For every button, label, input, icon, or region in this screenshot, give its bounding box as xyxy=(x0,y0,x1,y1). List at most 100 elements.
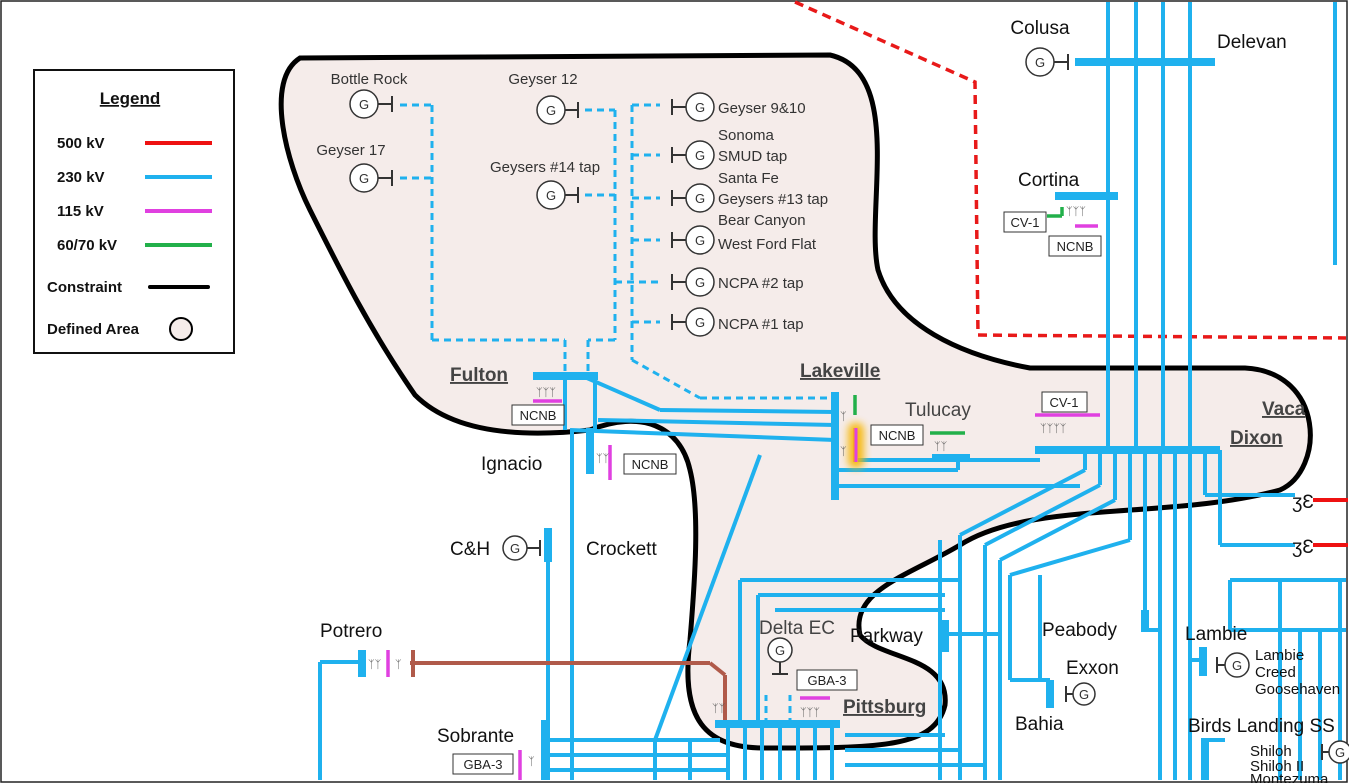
g-label: G xyxy=(546,188,556,203)
box-cv1-cortina: CV-1 xyxy=(1011,215,1040,230)
legend-label-defined-area: Defined Area xyxy=(47,321,140,338)
box-ncnb-cortina: NCNB xyxy=(1057,239,1094,254)
g-label: G xyxy=(695,233,705,248)
label-cortina: Cortina xyxy=(1018,170,1080,191)
svg-text:ᛉᛉᛉ: ᛉᛉᛉ xyxy=(1066,206,1086,218)
defined-area-outline xyxy=(278,52,1313,751)
label-ncpa-2-tap: NCPA #2 tap xyxy=(718,275,804,292)
buses xyxy=(358,58,1220,780)
label-ncpa-1-tap: NCPA #1 tap xyxy=(718,316,804,333)
brown-line xyxy=(410,650,727,720)
svg-text:ᛉᛉ: ᛉᛉ xyxy=(934,441,948,453)
svg-text:ᛉᛉᛉ: ᛉᛉᛉ xyxy=(536,387,556,399)
label-geyser-9-10: Geyser 9&10 xyxy=(718,100,806,117)
svg-text:ᛉᛉ: ᛉᛉ xyxy=(712,703,726,715)
g-label: G xyxy=(1335,745,1345,760)
svg-text:ᛉᛉ: ᛉᛉ xyxy=(596,453,610,465)
label-pittsburg: Pittsburg xyxy=(843,697,926,718)
g-label: G xyxy=(695,148,705,163)
g-label: G xyxy=(1035,55,1045,70)
label-dixon: Dixon xyxy=(1230,428,1283,449)
label-smud-tap: SMUD tap xyxy=(718,148,787,165)
generator-icons xyxy=(349,47,1349,764)
label-creed-gen: Creed xyxy=(1255,664,1296,681)
box-gba3-sobrante: GBA-3 xyxy=(463,757,502,772)
box-ncnb-fulton: NCNB xyxy=(520,408,557,423)
legend-swatch-defined-area xyxy=(169,317,193,341)
230kv-lines xyxy=(318,2,1346,780)
legend-label-60-70kv: 60/70 kV xyxy=(57,237,117,254)
500kv-lines xyxy=(1313,498,1348,547)
label-bahia: Bahia xyxy=(1015,714,1064,735)
g-label: G xyxy=(359,171,369,186)
label-lambie: Lambie xyxy=(1185,624,1247,645)
box-cv1-vaca: CV-1 xyxy=(1050,395,1079,410)
svg-text:ᛉ: ᛉ xyxy=(528,756,535,768)
label-crockett: Crockett xyxy=(586,539,657,560)
g-label: G xyxy=(359,97,369,112)
svg-text:ᛉᛉᛉᛉ: ᛉᛉᛉᛉ xyxy=(1040,423,1067,435)
g-label: G xyxy=(695,315,705,330)
label-ch: C&H xyxy=(450,539,490,560)
label-sobrante: Sobrante xyxy=(437,726,514,747)
label-exxon: Exxon xyxy=(1066,658,1119,679)
label-colusa: Colusa xyxy=(1010,18,1070,39)
label-delta-ec: Delta EC xyxy=(759,618,835,639)
g-label: G xyxy=(775,643,785,658)
generator-labels: G G G G G G G G G G G G G G G G xyxy=(359,55,1345,760)
label-delevan: Delevan xyxy=(1217,32,1287,53)
label-west-ford-flat: West Ford Flat xyxy=(718,236,817,253)
label-lakeville: Lakeville xyxy=(800,361,880,382)
label-peabody: Peabody xyxy=(1042,620,1118,641)
g-label: G xyxy=(510,541,520,556)
g-label: G xyxy=(695,275,705,290)
legend-label-constraint: Constraint xyxy=(47,279,122,296)
g-label: G xyxy=(695,191,705,206)
label-goosehaven-gen: Goosehaven xyxy=(1255,681,1340,698)
label-ignacio: Ignacio xyxy=(481,454,542,475)
g-label: G xyxy=(546,103,556,118)
label-geyser-17: Geyser 17 xyxy=(316,142,385,159)
svg-text:ᛉ: ᛉ xyxy=(395,659,402,671)
box-ncnb-lakeville: NCNB xyxy=(879,428,916,443)
g-label: G xyxy=(695,100,705,115)
svg-text:ᛉᛉ: ᛉᛉ xyxy=(368,659,382,671)
label-birds-landing: Birds Landing SS xyxy=(1188,716,1335,737)
label-tulucay: Tulucay xyxy=(905,400,971,421)
g-label: G xyxy=(1079,687,1089,702)
box-ncnb-ignacio: NCNB xyxy=(632,457,669,472)
legend-label-115kv: 115 kV xyxy=(57,203,104,220)
label-geysers-13-tap: Geysers #13 tap xyxy=(718,191,828,208)
label-bottle-rock: Bottle Rock xyxy=(331,71,408,88)
svg-text:ᛉ: ᛉ xyxy=(840,411,847,423)
label-shiloh-ii: Shiloh II xyxy=(1250,758,1304,775)
transformer-glyphs: ᛉᛉᛉ ᛉᛉᛉ ᛉᛉ ᛉ ᛉ ᛉᛉ ᛉᛉᛉᛉ ᛉᛉ ᛉ ᛉᛉ ᛉᛉᛉ ᛉ xyxy=(368,206,1086,768)
legend: Legend 500 kV 230 kV 115 kV 60/70 kV Con… xyxy=(33,69,235,354)
label-geysers-14-tap: Geysers #14 tap xyxy=(490,159,600,176)
g-label: G xyxy=(1232,658,1242,673)
label-fulton: Fulton xyxy=(450,365,508,386)
legend-label-500kv: 500 kV xyxy=(57,135,105,152)
label-bear-canyon: Bear Canyon xyxy=(718,212,806,229)
label-vaca: Vaca xyxy=(1262,399,1306,420)
label-potrero: Potrero xyxy=(320,621,382,642)
svg-text:ᛉᛉᛉ: ᛉᛉᛉ xyxy=(800,707,820,719)
transformer-icon: ʒƐ xyxy=(1292,492,1314,513)
boxed-labels: CV-1 NCNB NCNB NCNB NCNB CV-1 GBA-3 GBA-… xyxy=(452,211,1102,775)
legend-title: Legend xyxy=(100,89,160,108)
geyser-dashed-lines xyxy=(400,103,835,725)
label-shiloh: Shiloh xyxy=(1250,743,1292,760)
label-santa-fe: Santa Fe xyxy=(718,170,779,187)
label-geyser-12: Geyser 12 xyxy=(508,71,577,88)
svg-text:ᛉ: ᛉ xyxy=(840,446,847,458)
transformer-icon: ʒƐ xyxy=(1292,537,1314,558)
label-parkway: Parkway xyxy=(850,626,923,647)
legend-label-230kv: 230 kV xyxy=(57,169,105,186)
box-gba3-delta: GBA-3 xyxy=(807,673,846,688)
label-lambie-gen: Lambie xyxy=(1255,647,1304,664)
generator-ties xyxy=(378,54,1329,760)
label-montezuma: Montezuma xyxy=(1250,771,1329,783)
label-sonoma: Sonoma xyxy=(718,127,775,144)
